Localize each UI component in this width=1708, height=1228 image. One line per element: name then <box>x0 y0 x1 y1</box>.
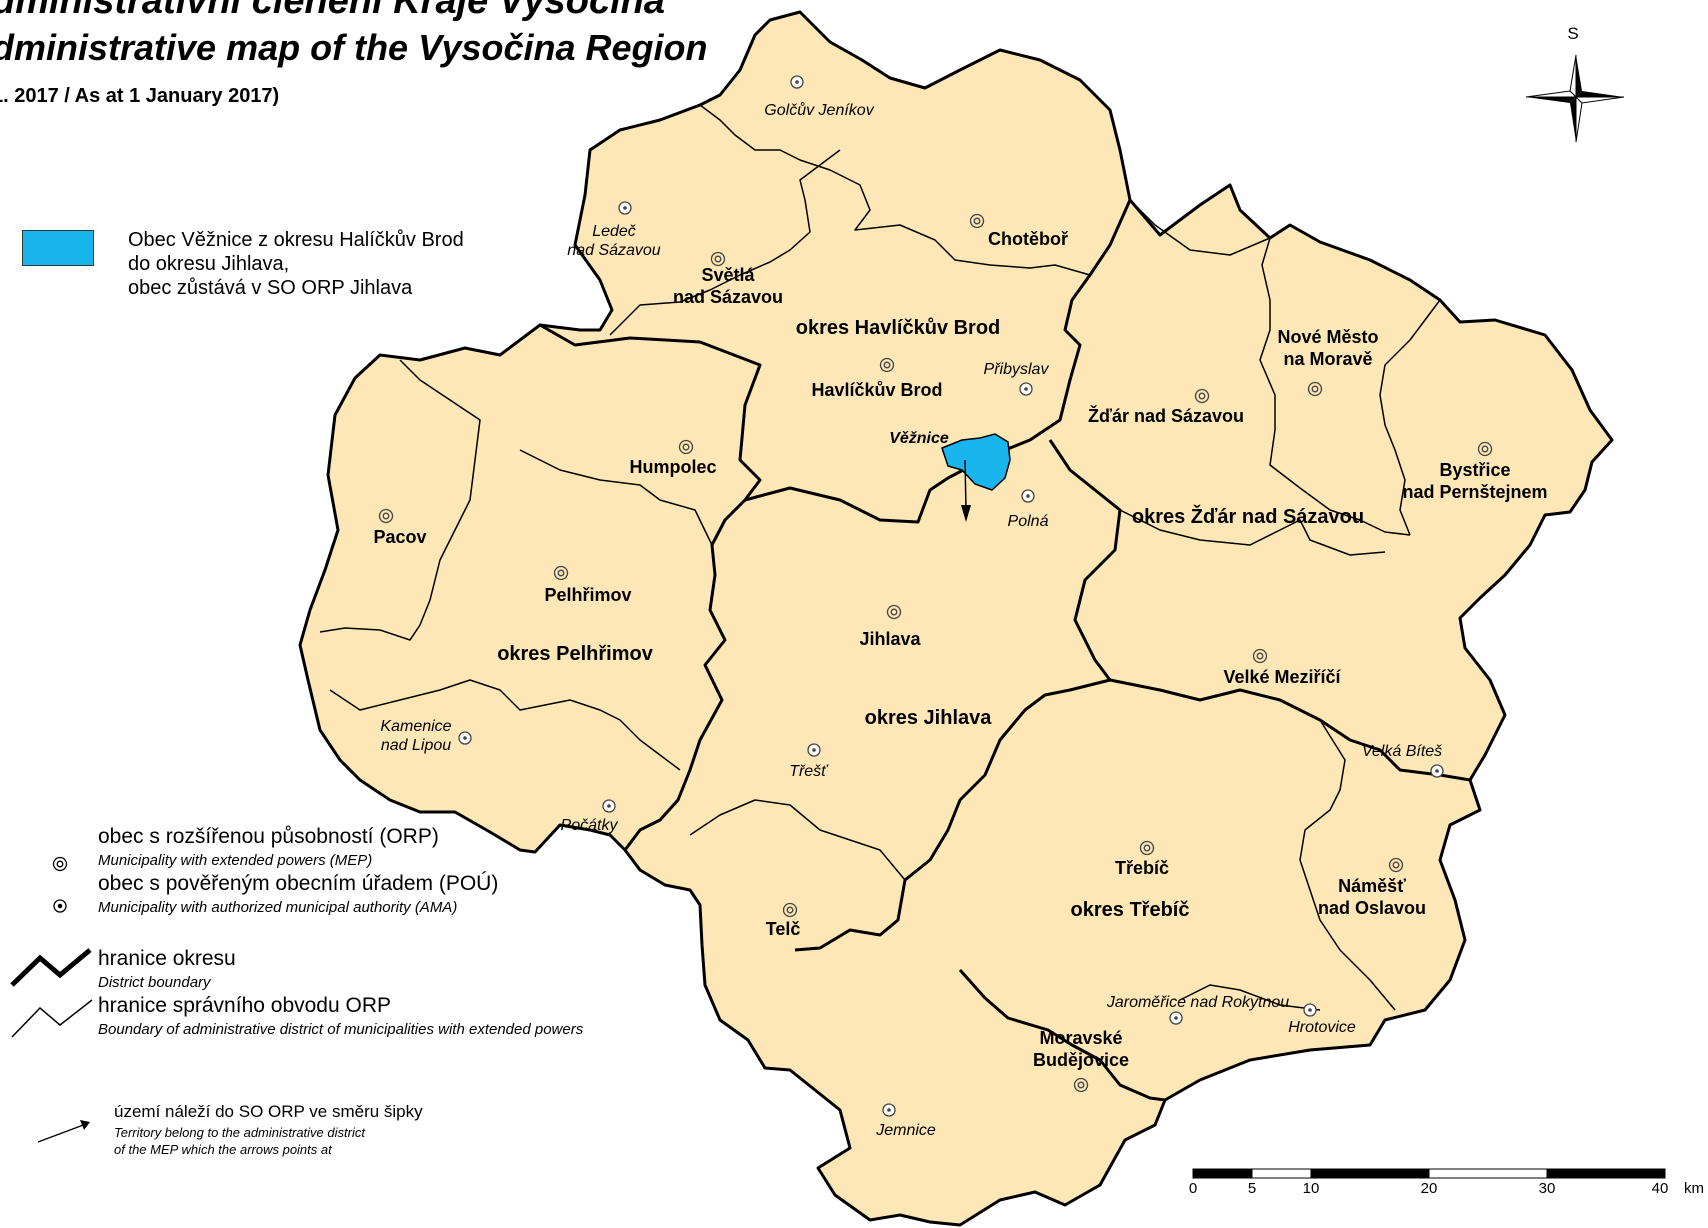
title-date: 1. 2017 / As at 1 January 2017) <box>0 85 280 107</box>
district-label: okres Havlíčkův Brod <box>795 317 1001 339</box>
title-block: dministrativní členění Kraje Vysočina dm… <box>0 0 708 108</box>
scale-bar <box>1192 1168 1666 1179</box>
legend-orp-label: obec s rozšířenou působností (ORP) <box>98 825 439 848</box>
orp-town-label: Velké Meziříčí <box>1223 667 1341 687</box>
highlight-line-3: obec zůstává v SO ORP Jihlava <box>128 277 413 299</box>
orp-town-label: Humpolec <box>629 457 717 477</box>
pou-town-label: Velká Bíteš <box>1361 743 1443 760</box>
pou-symbols <box>458 75 1444 1117</box>
pou-town-label: Golčův Jeníkov <box>764 102 874 119</box>
scale-tick-label: 20 <box>1420 1180 1438 1197</box>
scale-unit-label: km <box>1684 1180 1704 1197</box>
pou-town-label: Přibyslav <box>983 361 1049 378</box>
highlight-legend-text: Obec Věžnice z okresu Halíčkův Brod do o… <box>128 228 548 300</box>
orp-town-label: Pelhřimov <box>544 585 632 605</box>
region-vysocina <box>298 10 1614 1227</box>
compass-rose-icon <box>1525 54 1625 143</box>
orp-town-label: Havlíčkův Brod <box>811 380 943 400</box>
district-label: okres Pelhřimov <box>497 643 653 665</box>
legend-district-boundary-sub: District boundary <box>98 974 211 991</box>
scale-tick-label: 0 <box>1188 1180 1198 1197</box>
veznice-area <box>941 433 1011 491</box>
scale-tick-label: 40 <box>1651 1180 1669 1197</box>
legend-district-boundary-label: hranice okresu <box>98 947 236 970</box>
orp-town-label: Telč <box>765 919 801 939</box>
compass-label: S <box>1567 24 1579 43</box>
scale-tick-label: 30 <box>1538 1180 1556 1197</box>
veznice-label: Věžnice <box>889 430 949 447</box>
legend-arrow-sub-2: of the MEP which the arrows points at <box>114 1142 332 1157</box>
legend-orp-sub: Municipality with extended powers (MEP) <box>98 852 373 869</box>
assignment-arrow <box>961 459 971 522</box>
highlight-line-1: Obec Věžnice z okresu Halíčkův Brod <box>128 229 464 251</box>
legend-pou-label: obec s pověřeným obecním úřadem (POÚ) <box>98 872 499 895</box>
pou-town-label: Jemnice <box>876 1122 936 1139</box>
district-label: okres Žďár nad Sázavou <box>1131 506 1365 528</box>
title-en: dministrative map of the Vysočina Region <box>0 27 708 68</box>
district-label: okres Třebíč <box>1070 899 1190 921</box>
orp-town-label: Žďár nad Sázavou <box>1088 406 1244 426</box>
district-boundaries <box>539 199 1471 1102</box>
pou-town-label: Hrotovice <box>1288 1019 1356 1036</box>
pou-town-label: Třešť <box>789 763 827 780</box>
orp-symbols <box>378 213 1493 1093</box>
highlight-swatch <box>22 230 94 266</box>
title-cz: dministrativní členění Kraje Vysočina <box>0 0 665 22</box>
highlight-line-2: do okresu Jihlava, <box>128 253 290 275</box>
legend-orp-boundary-label: hranice správního obvodu ORP <box>98 994 392 1017</box>
district-label: okres Jihlava <box>864 707 992 729</box>
legend-arrow-label: území náleží do SO ORP ve směru šipky <box>114 1102 423 1121</box>
scale-tick-label: 10 <box>1302 1180 1320 1197</box>
legend-arrow-sub-1: Territory belong to the administrative d… <box>114 1125 365 1140</box>
scale-tick-label: 5 <box>1247 1180 1257 1197</box>
legend-pou-sub: Municipality with authorized municipal a… <box>98 899 458 916</box>
orp-boundaries <box>319 104 1441 1011</box>
legend-symbols <box>10 856 93 1143</box>
orp-town-label: Pacov <box>373 527 427 547</box>
orp-town-label: Třebíč <box>1114 858 1170 878</box>
orp-town-label: Jihlava <box>859 629 921 649</box>
pou-town-label: Polná <box>1007 513 1049 530</box>
pou-town-label: Počátky <box>560 817 618 834</box>
pou-town-label: Jaroměřice nad Rokytnou <box>1106 994 1290 1011</box>
legend-orp-boundary-sub: Boundary of administrative district of m… <box>98 1021 584 1038</box>
orp-town-label: Chotěboř <box>988 229 1068 249</box>
